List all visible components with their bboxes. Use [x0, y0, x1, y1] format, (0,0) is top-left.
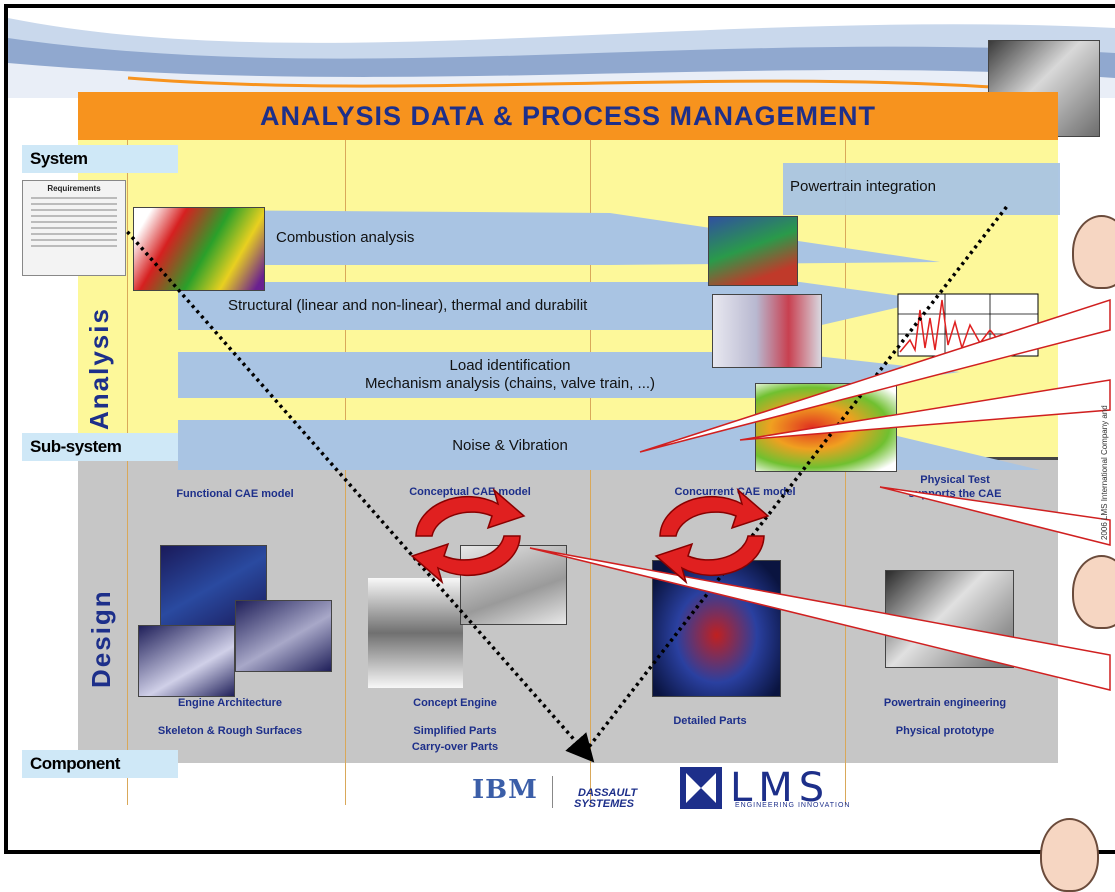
- dassault-logo-line2: SYSTEMES: [574, 798, 634, 810]
- lms-tagline: ENGINEERING INNOVATION: [735, 802, 851, 809]
- band-powertrain: [783, 163, 1060, 215]
- stage-divider: [845, 140, 846, 805]
- design-simplified-parts: Simplified Parts: [413, 725, 497, 737]
- rough-surface-image: [235, 600, 332, 672]
- page-title: ANALYSIS DATA & PROCESS MANAGEMENT: [259, 101, 877, 131]
- stage-divider: [590, 140, 591, 805]
- header-swoosh: [8, 8, 1115, 98]
- logo-separator: [552, 776, 553, 808]
- dassault-logo: DASSAULT SYSTEMES: [560, 778, 637, 810]
- stage-divider: [127, 140, 128, 805]
- engineer-face-icon: [1072, 215, 1115, 289]
- design-carry-over-parts: Carry-over Parts: [411, 741, 499, 753]
- engine-cutaway-image: [708, 216, 798, 286]
- engineer-face-icon: [1040, 818, 1099, 892]
- stage-functional: Functional CAE model: [176, 488, 294, 500]
- stage-concurrent: Concurrent CAE model: [674, 486, 796, 498]
- band-load-label: Load identification: [449, 357, 571, 374]
- requirements-document: Requirements: [22, 180, 126, 276]
- dassault-logo-line1: DASSAULT: [578, 787, 638, 799]
- level-system: System: [22, 145, 178, 173]
- band-mechanism-label: Mechanism analysis (chains, valve train,…: [364, 375, 656, 392]
- v-process-arrows: [93, 193, 1111, 763]
- design-concept-engine: Concept Engine: [413, 697, 497, 709]
- band-combustion-label: Combustion analysis: [276, 229, 415, 246]
- cycle-arrow-icon: [654, 487, 770, 585]
- combustion-model-image: [133, 207, 265, 291]
- skeleton-surface-image: [138, 625, 235, 697]
- requirements-title: Requirements: [47, 184, 101, 193]
- side-copyright: 2006 LMS International Company and: [1100, 405, 1109, 540]
- band-powertrain-label: Powertrain integration: [790, 178, 936, 195]
- engineer-face-icon: [1072, 555, 1115, 629]
- cycle-arrow-icon: [410, 487, 526, 585]
- stage-divider: [345, 140, 346, 805]
- level-subsystem: Sub-system: [22, 433, 178, 461]
- piston-model-image: [712, 294, 822, 368]
- lms-x-icon: [680, 767, 722, 809]
- title-banner: ANALYSIS DATA & PROCESS MANAGEMENT: [78, 92, 1058, 140]
- stage-physical-test: Physical Test: [920, 474, 990, 486]
- band-structural-label: Structural (linear and non-linear), ther…: [228, 297, 588, 314]
- design-powertrain-engineering: Powertrain engineering: [883, 697, 1007, 709]
- band-noise-label: Noise & Vibration: [452, 437, 568, 454]
- design-skeleton-surfaces: Skeleton & Rough Surfaces: [157, 725, 303, 737]
- ibm-logo: IBM: [472, 775, 538, 805]
- level-component: Component: [22, 750, 178, 778]
- design-physical-prototype: Physical prototype: [895, 725, 995, 737]
- design-analysis-cycle-icons: [410, 487, 770, 585]
- design-engine-architecture: Engine Architecture: [177, 697, 283, 709]
- lms-logo: LMS: [730, 765, 831, 811]
- design-detailed-parts: Detailed Parts: [673, 715, 747, 727]
